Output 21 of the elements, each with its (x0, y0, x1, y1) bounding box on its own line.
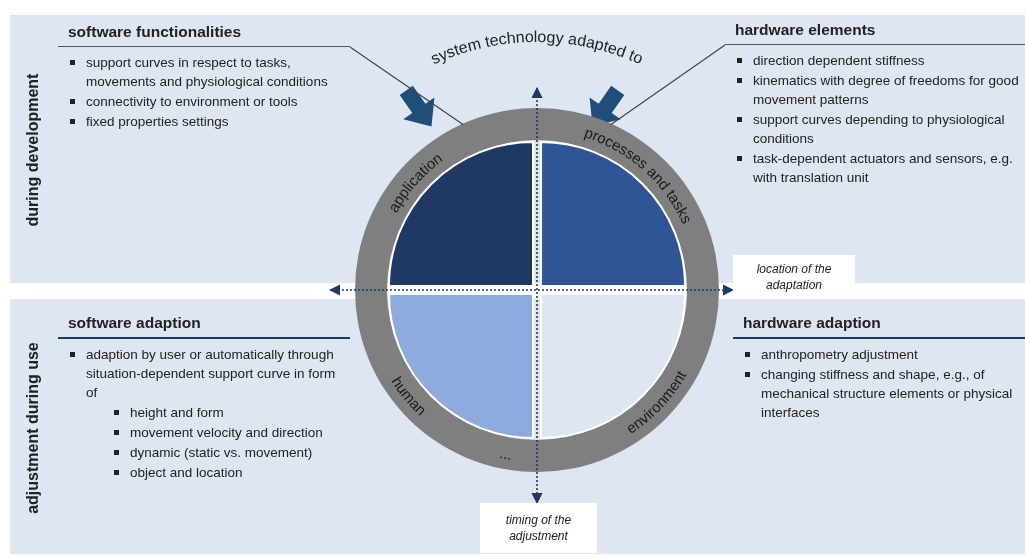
panel-heading: software functionalities (58, 20, 350, 47)
arc-title: system technology adapted to (428, 27, 646, 68)
axis-label: timing of the adjustment (480, 503, 597, 553)
row-label: adjustment during use (24, 341, 42, 516)
bullet-text: object and location (58, 463, 350, 482)
panel-heading: software adaption (58, 311, 350, 339)
bullet-text: task-dependent actuators and sensors, e.g. with translation unit (725, 149, 1025, 187)
bullet-text: dynamic (static vs. movement) (58, 443, 350, 462)
panel-heading: hardware elements (725, 18, 1025, 45)
bullet-text: movement velocity and direction (58, 423, 350, 442)
panel-heading: hardware adaption (733, 311, 1025, 339)
ring-label: ... (498, 444, 514, 463)
bullet-text: changing stiffness and shape, e.g., of mechanical structure elements or physical interfaces (733, 365, 1025, 422)
bullet-text: connectivity to environment or tools (58, 92, 350, 111)
leader-line (349, 46, 464, 126)
row-label: during development (24, 72, 42, 229)
bullet-text: height and form (58, 403, 350, 422)
bullet-text: direction dependent stiffness (725, 51, 1025, 70)
leader-line (610, 44, 726, 126)
bullet-text: anthropometry adjustment (733, 345, 1025, 364)
bullet-text: fixed properties settings (58, 112, 350, 131)
